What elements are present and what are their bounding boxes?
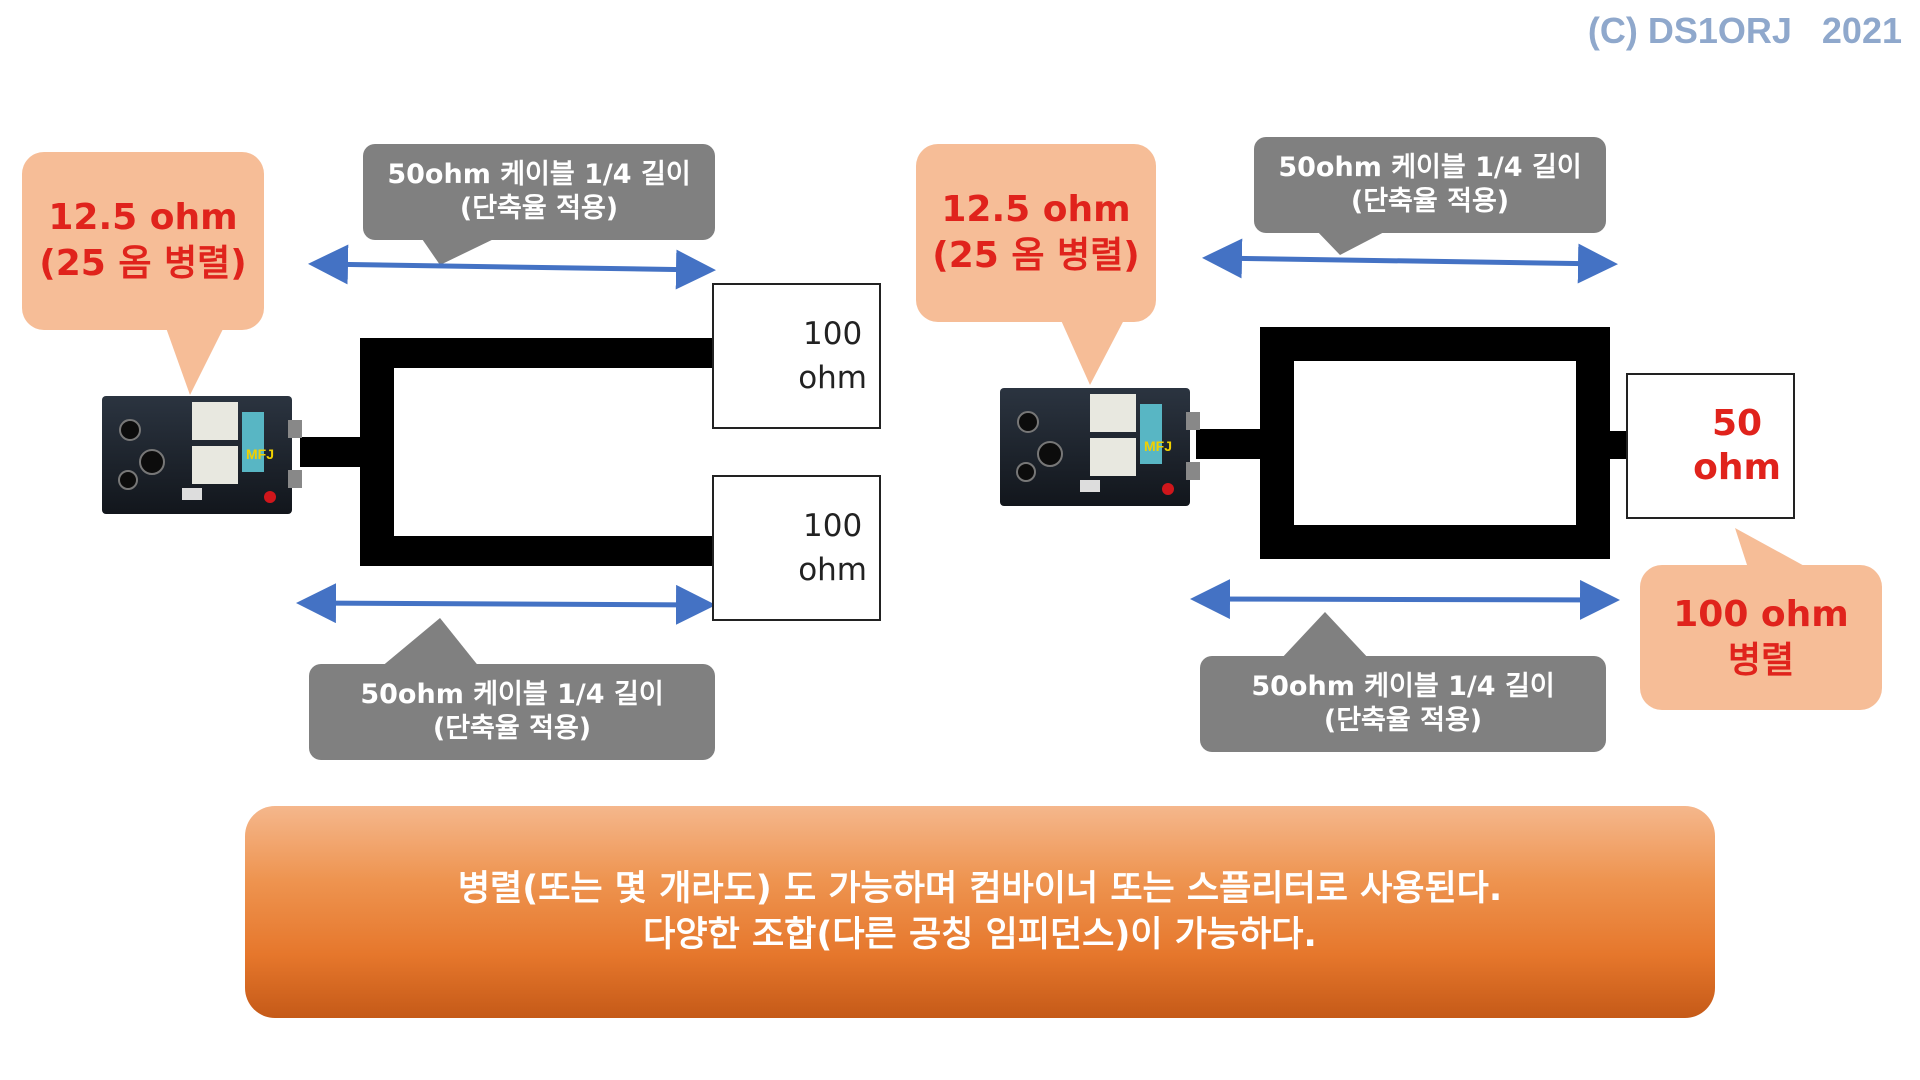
right-cable-loop [1260, 327, 1610, 559]
right-antenna-analyzer-icon [1000, 388, 1200, 506]
left-source-callout: 12.5 ohm (25 옴 병렬) [22, 152, 264, 330]
right-bottom-length-arrow [1190, 579, 1620, 620]
left-load-bottom-unit: ohm [798, 552, 867, 588]
left-cable-vertical [360, 338, 394, 566]
summary-line-1: 병렬(또는 몇 개라도) 도 가능하며 컴바이너 또는 스플리터로 사용된다. [457, 869, 1503, 909]
left-source-note: (25 옴 병렬) [39, 243, 247, 284]
left-load-top-value: 100 [803, 316, 863, 352]
left-bottom-length-arrow [296, 583, 716, 625]
right-source-impedance: 12.5 ohm [941, 189, 1131, 230]
left-top-length-arrow [308, 244, 716, 290]
right-top-length-arrow [1202, 238, 1618, 284]
left-bottom-cable-label-line2: (단축율 적용) [432, 713, 592, 744]
left-bottom-label-tail [380, 618, 480, 668]
left-source-callout-tail [165, 325, 225, 395]
left-load-top-unit: ohm [798, 360, 867, 396]
left-source-impedance: 12.5 ohm [48, 197, 238, 238]
right-device-brand: MFJ [1144, 438, 1172, 454]
left-load-bottom: 100 ohm [712, 475, 881, 621]
right-source-note: (25 옴 병렬) [932, 235, 1140, 276]
summary-banner: 병렬(또는 몇 개라도) 도 가능하며 컴바이너 또는 스플리터로 사용된다. … [245, 806, 1715, 1018]
right-feed-cable [1196, 429, 1260, 459]
left-top-cable-label-line2: (단축율 적용) [459, 193, 619, 224]
left-cable-top [360, 338, 712, 368]
left-top-cable-label-line1: 50ohm 케이블 1/4 길이 [387, 159, 691, 190]
left-feed-cable [300, 437, 362, 467]
right-bottom-label-tail [1280, 612, 1370, 660]
left-load-top: 100 ohm [712, 283, 881, 429]
right-top-cable-label-line1: 50ohm 케이블 1/4 길이 [1278, 152, 1582, 183]
right-load-unit: ohm [1693, 447, 1781, 488]
right-bottom-cable-label: 50ohm 케이블 1/4 길이 (단축율 적용) [1200, 656, 1606, 752]
right-source-callout: 12.5 ohm (25 옴 병렬) [916, 144, 1156, 322]
left-top-cable-label: 50ohm 케이블 1/4 길이 (단축율 적용) [363, 144, 715, 240]
left-load-bottom-label: 100 ohm [798, 477, 867, 619]
right-source-callout-tail [1060, 318, 1125, 385]
right-load-value: 50 [1712, 403, 1763, 444]
left-bottom-cable-label: 50ohm 케이블 1/4 길이 (단축율 적용) [309, 664, 715, 760]
left-bottom-cable-label-line1: 50ohm 케이블 1/4 길이 [360, 679, 664, 710]
left-cable-bottom [360, 536, 712, 566]
left-top-label-tail [420, 236, 500, 265]
right-load-label: 50 ohm [1693, 375, 1781, 517]
left-antenna-analyzer-icon [102, 396, 302, 514]
left-load-top-label: 100 ohm [798, 285, 867, 427]
left-device-brand: MFJ [246, 446, 274, 462]
right-top-cable-label: 50ohm 케이블 1/4 길이 (단축율 적용) [1254, 137, 1606, 233]
summary-line-2: 다양한 조합(다른 공칭 임피던스)이 가능하다. [643, 915, 1317, 955]
left-load-bottom-value: 100 [803, 508, 863, 544]
right-bottom-cable-label-line2: (단축율 적용) [1323, 705, 1483, 736]
right-load-callout-value: 100 ohm [1673, 593, 1849, 635]
right-load: 50 ohm [1626, 373, 1795, 519]
right-load-callout-tail [1735, 528, 1808, 568]
right-top-cable-label-line2: (단축율 적용) [1350, 186, 1510, 217]
right-load-callout: 100 ohm 병렬 [1640, 565, 1882, 710]
right-bottom-cable-label-line1: 50ohm 케이블 1/4 길이 [1251, 671, 1555, 702]
right-load-callout-note: 병렬 [1727, 639, 1795, 681]
copyright-text: (C) DS1ORJ 2021 [1587, 10, 1902, 51]
